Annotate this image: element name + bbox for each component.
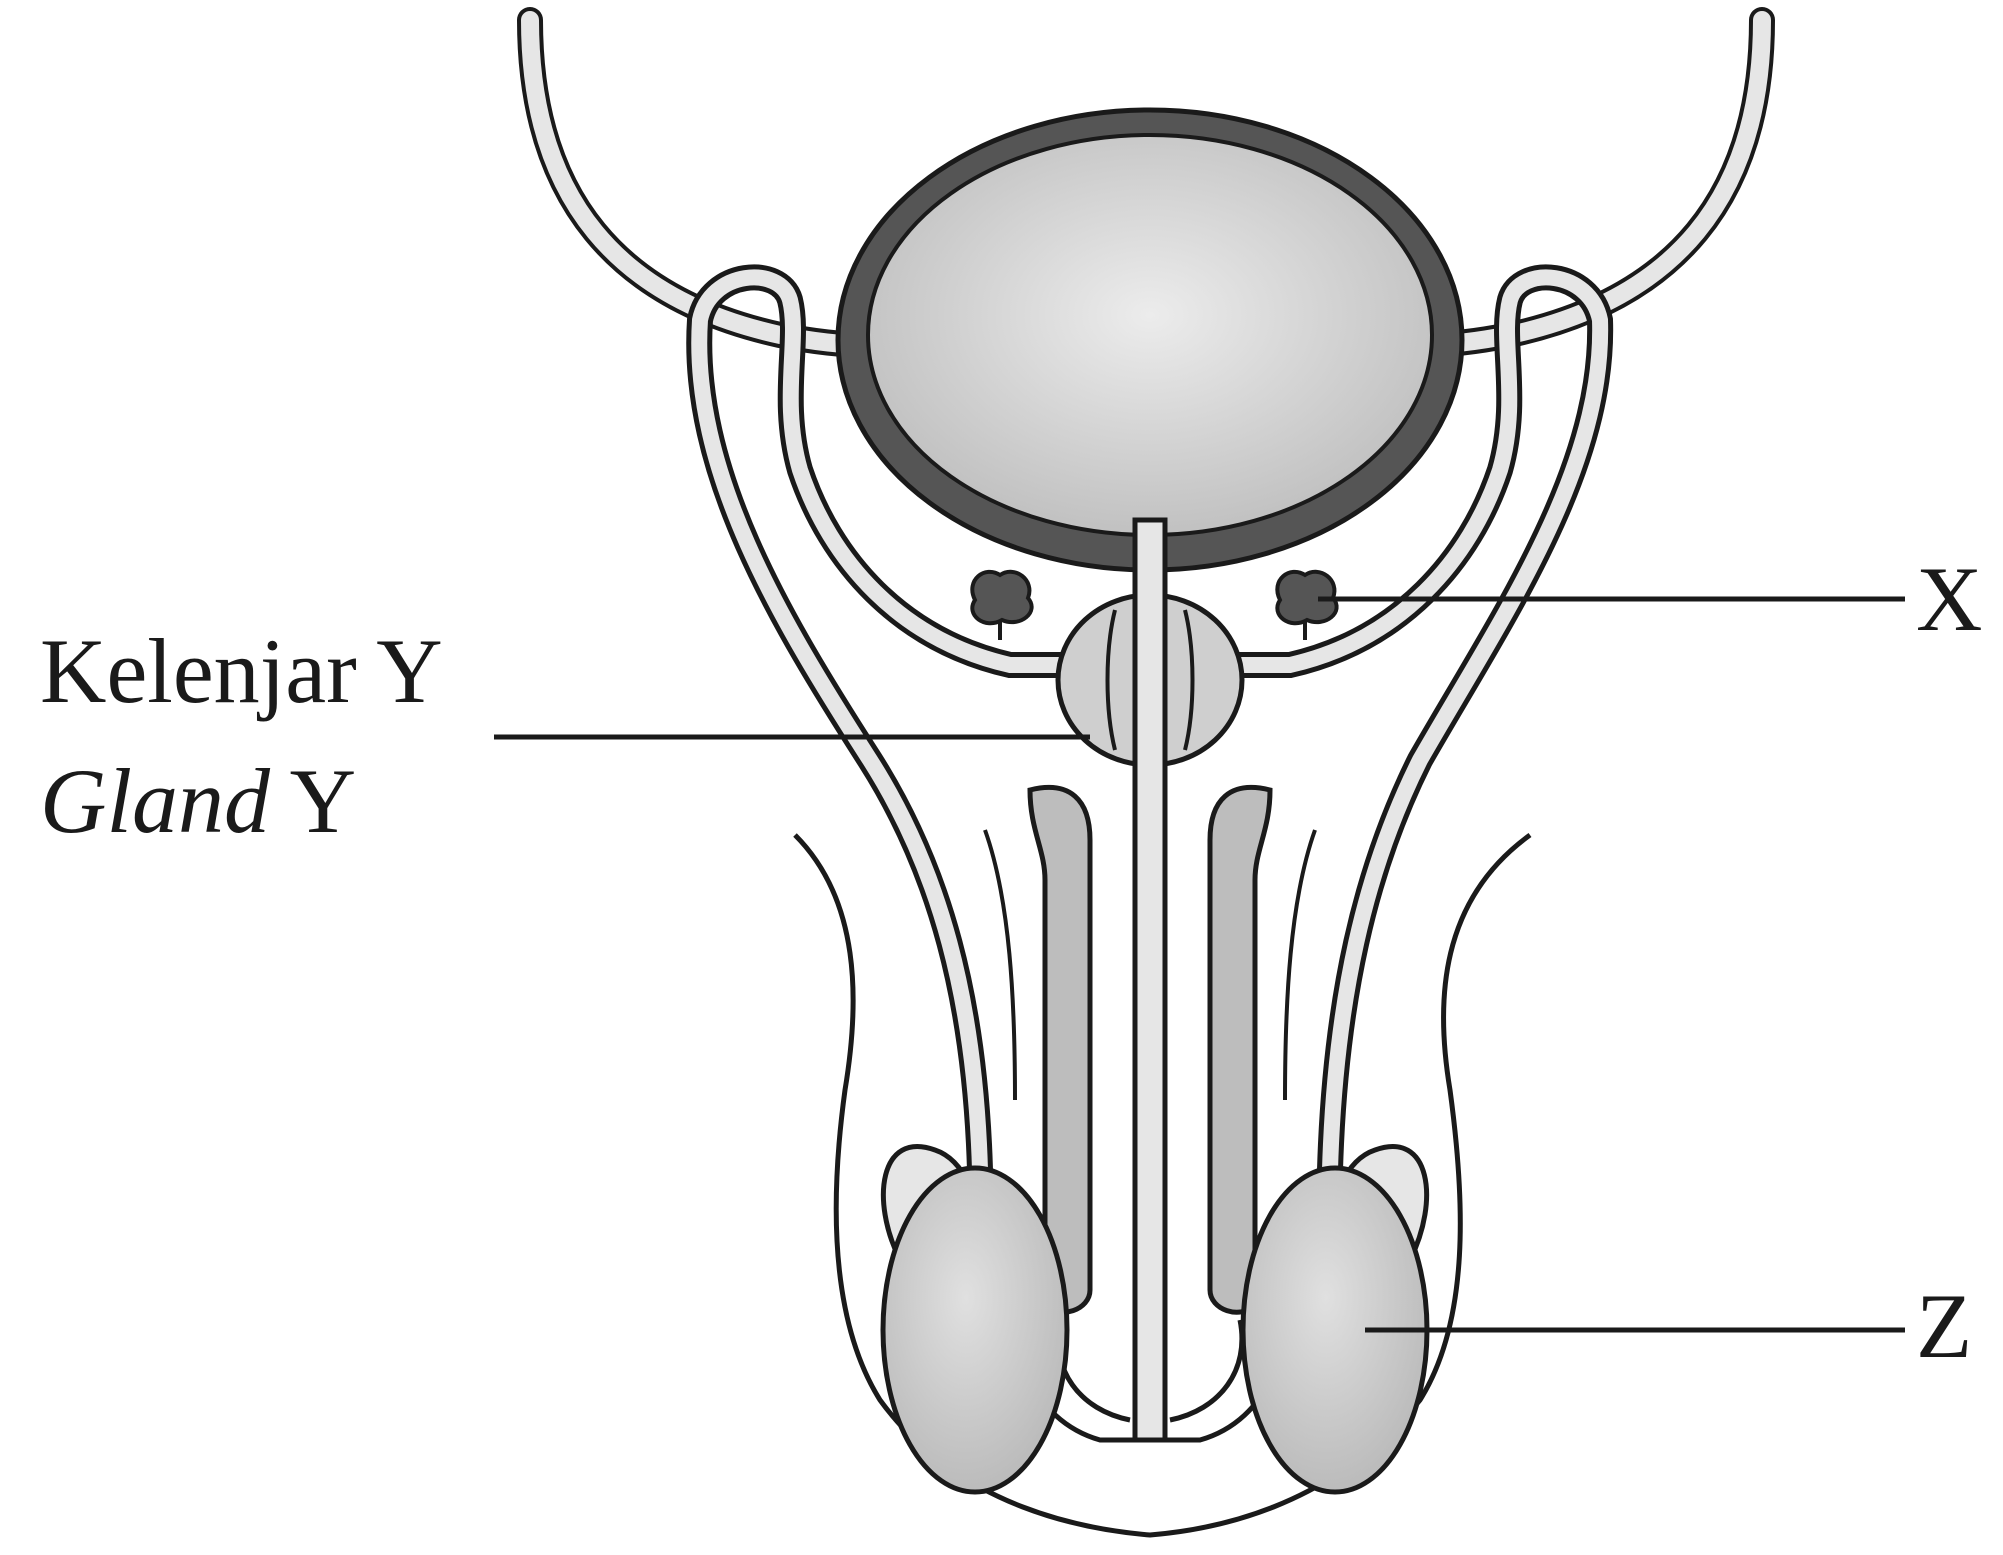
seminal-vesicle-left	[972, 572, 1031, 623]
label-z: Z	[1916, 1280, 1972, 1372]
label-gland-y-malay: Kelenjar Y	[40, 625, 443, 717]
label-gland-word: Gland	[40, 750, 270, 852]
testis-left	[883, 1168, 1067, 1492]
label-gland-y-english: Gland Y	[40, 755, 356, 847]
label-gland-letter: Y	[290, 750, 356, 852]
urethra	[1135, 520, 1165, 1440]
label-x: X	[1916, 553, 1982, 645]
